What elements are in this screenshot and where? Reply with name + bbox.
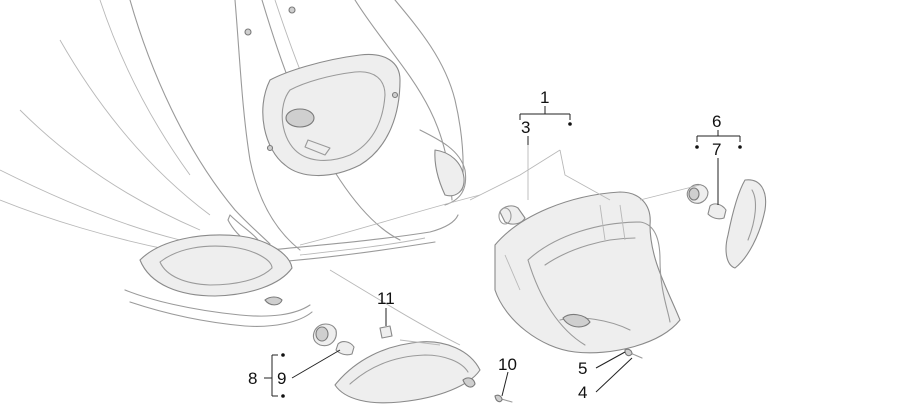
right-turn-signal xyxy=(686,179,767,269)
callout-7: 7 xyxy=(712,140,721,159)
callout-6: 6 xyxy=(712,112,721,131)
scooter-body-drawing xyxy=(0,0,481,346)
callout-3: 3 xyxy=(521,118,530,137)
callout-labels: 1 3 6 7 11 8 9 10 5 4 xyxy=(248,88,721,402)
callout-8: 8 xyxy=(248,369,257,388)
callout-4: 4 xyxy=(578,383,587,402)
assembly-lines xyxy=(399,143,701,346)
callout-1: 1 xyxy=(540,88,549,107)
callout-5: 5 xyxy=(578,359,587,378)
callout-9: 9 xyxy=(277,369,286,388)
callout-10: 10 xyxy=(498,355,517,374)
rear-light-assembly xyxy=(494,191,681,354)
screw-part xyxy=(624,348,643,359)
left-turn-signal-parts xyxy=(312,323,513,404)
callout-11: 11 xyxy=(377,289,395,308)
callout-leaders xyxy=(264,106,742,398)
bulb-part xyxy=(498,205,526,225)
